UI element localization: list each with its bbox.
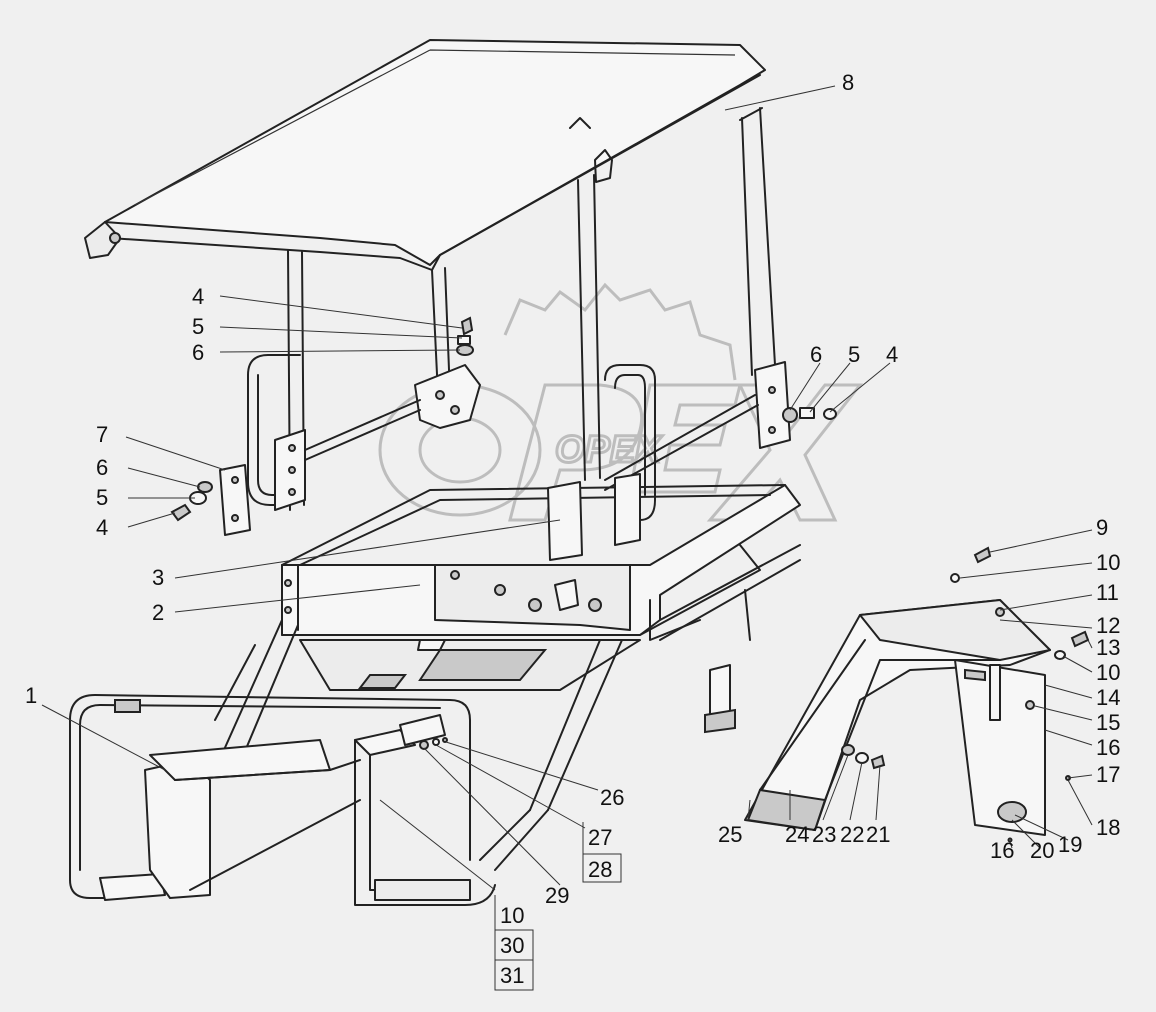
callout-labels: 1 2 3 4 5 6 7 6 5 4 6 5 4 8 9 10 11 12 1…: [25, 70, 1120, 988]
callout-10: 10: [500, 903, 524, 928]
fender: [744, 599, 1051, 832]
callout-9: 9: [1096, 515, 1108, 540]
floor-panel: [299, 639, 641, 691]
right-post-bracket: [754, 361, 791, 449]
callout-4: 4: [96, 515, 108, 540]
callout-23: 23: [812, 822, 836, 847]
callout-11: 11: [1096, 580, 1119, 605]
callout-19: 19: [1058, 832, 1082, 857]
callout-13: 13: [1096, 635, 1120, 660]
callout-5: 5: [192, 314, 204, 339]
callout-16: 16: [1096, 735, 1120, 760]
callout-4: 4: [886, 342, 898, 367]
callout-12: 12: [1096, 613, 1120, 638]
side-bracket: [170, 464, 251, 536]
callout-6: 6: [192, 340, 204, 365]
callout-27: 27: [588, 825, 612, 850]
callout-26: 26: [600, 785, 624, 810]
mudflap: [954, 659, 1046, 836]
left-handrail: [247, 354, 301, 506]
callout-14: 14: [1096, 685, 1120, 710]
callout-1: 1: [25, 683, 37, 708]
center-handrail: [604, 364, 656, 521]
watermark-logo: OPEX: [378, 282, 864, 522]
callout-10: 10: [1096, 550, 1120, 575]
callout-5: 5: [96, 485, 108, 510]
callout-17: 17: [1096, 762, 1120, 787]
callout-24: 24: [785, 822, 809, 847]
step-bracket: [69, 694, 471, 901]
left-post-bracket: [274, 429, 306, 511]
callout-6: 6: [96, 455, 108, 480]
callout-3: 3: [152, 565, 164, 590]
callout-20: 20: [1030, 838, 1054, 863]
leader-lines: [41, 85, 1093, 891]
callout-16: 16: [990, 838, 1014, 863]
callout-29: 29: [545, 883, 569, 908]
callout-22: 22: [840, 822, 864, 847]
callout-28: 28: [588, 857, 612, 882]
callout-4: 4: [192, 284, 204, 309]
top-fasteners: [456, 316, 474, 356]
main-frame: [281, 473, 801, 636]
callout-8: 8: [842, 70, 854, 95]
callout-6: 6: [810, 342, 822, 367]
callout-15: 15: [1096, 710, 1120, 735]
callout-2: 2: [152, 600, 164, 625]
callout-18: 18: [1096, 815, 1120, 840]
callout-7: 7: [96, 422, 108, 447]
rear-step: [354, 714, 496, 906]
rear-frame: [639, 544, 801, 734]
center-bracket: [414, 364, 481, 429]
roof-canopy: [84, 39, 766, 271]
watermark-text: OPEX: [555, 429, 663, 471]
callout-5: 5: [848, 342, 860, 367]
callout-30: 30: [500, 933, 524, 958]
callout-10: 10: [1096, 660, 1120, 685]
fender-fasteners: [841, 546, 1090, 843]
callout-25: 25: [718, 822, 742, 847]
callout-boxes: [494, 822, 622, 991]
callout-31: 31: [500, 963, 524, 988]
callout-21: 21: [866, 822, 890, 847]
